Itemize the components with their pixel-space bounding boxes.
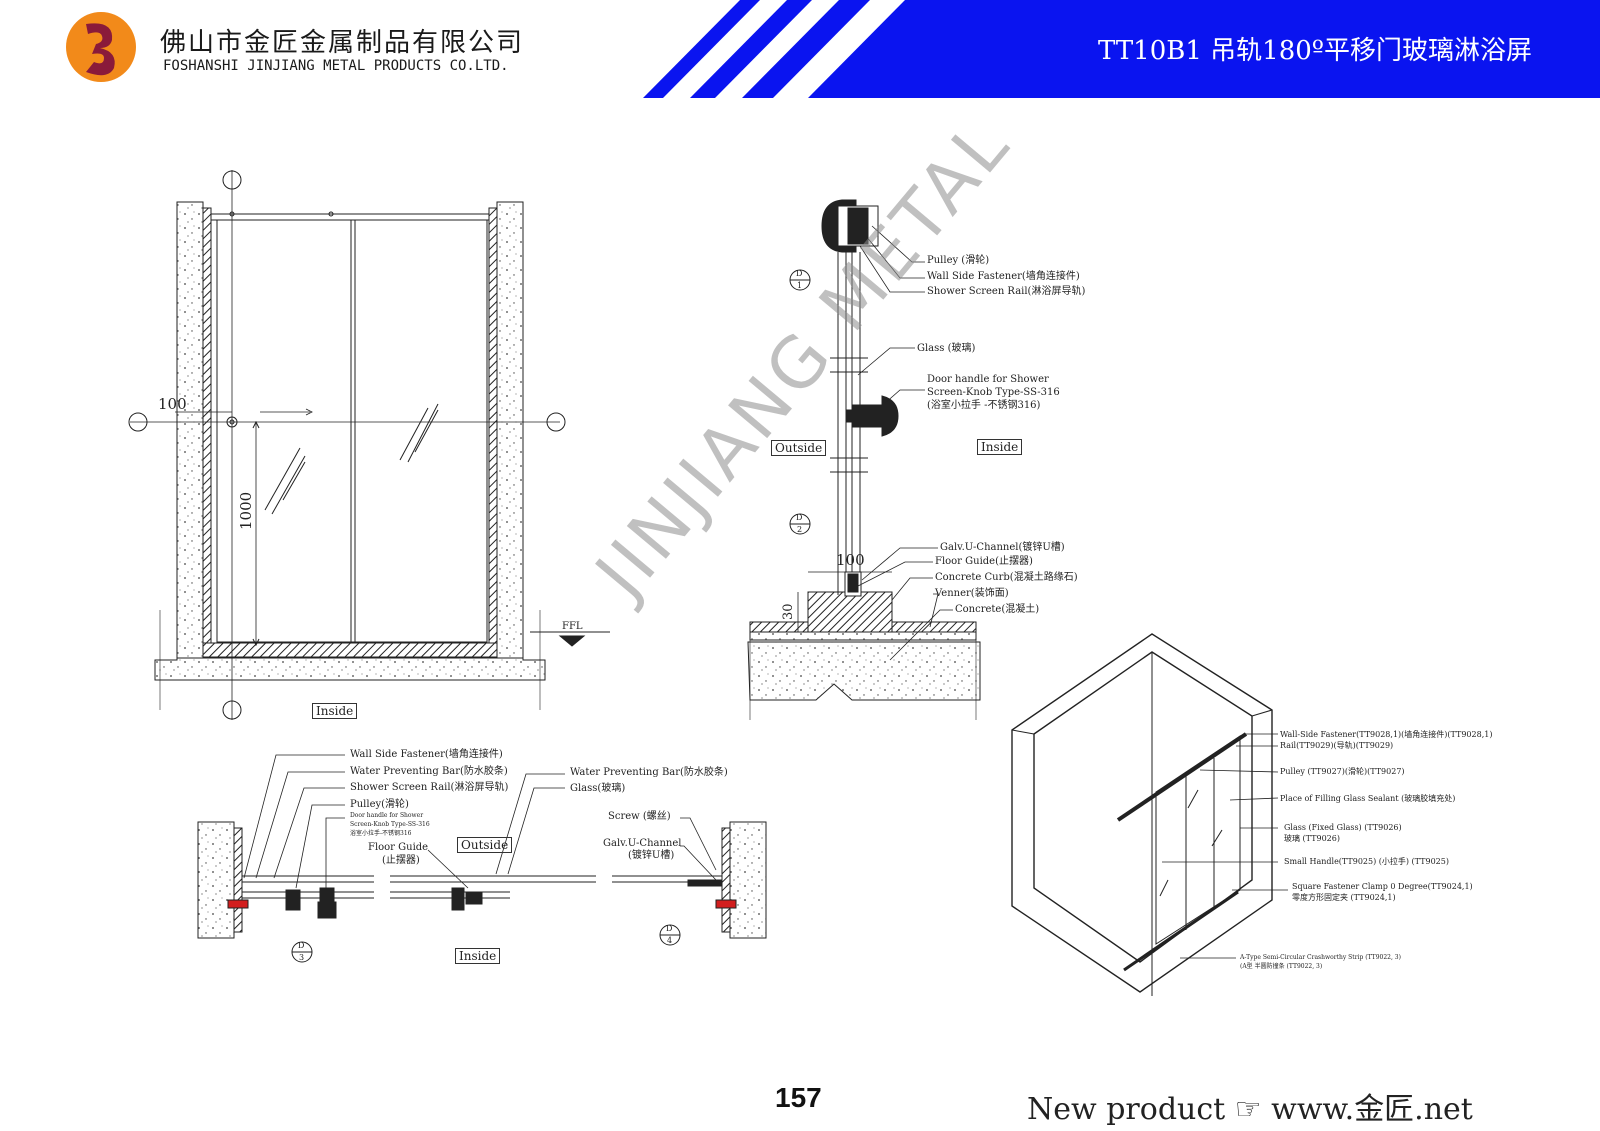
marker-d-4: D — [666, 924, 673, 933]
plan-water-bar-label-2: Water Preventing Bar(防水胶条) — [570, 767, 728, 778]
page-title: TT10B1 吊轨180º平移门玻璃淋浴屏 — [1098, 36, 1533, 66]
plan-screw-label: Screw (螺丝) — [608, 811, 671, 822]
new-product-link[interactable]: New product ☞ www.金匠.net — [1027, 1092, 1473, 1127]
section-handle-label-1: Door handle for Shower — [927, 374, 1049, 385]
iso-glass-label-2: 玻璃 (TT9026) — [1284, 834, 1340, 843]
section-glass-label: Glass (玻璃) — [917, 343, 976, 354]
plan-view — [197, 754, 767, 963]
plan-outside-label: Outside — [457, 837, 513, 853]
section-pulley-label: Pulley (滑轮) — [927, 255, 990, 266]
section-concrete-label: Concrete(混凝土) — [955, 604, 1040, 615]
marker-n-2: 2 — [797, 525, 803, 534]
section-rail-label: Shower Screen Rail(淋浴屏导轨) — [927, 286, 1086, 297]
plan-floor-guide-label: Floor Guide — [368, 842, 429, 853]
marker-n-3: 3 — [299, 953, 305, 962]
plan-glass-label: Glass(玻璃) — [570, 783, 626, 794]
section-inside-label: Inside — [977, 439, 1023, 455]
section-u-channel-label: Galv.U-Channel(镀锌U槽) — [940, 542, 1065, 553]
elevation-view — [128, 170, 610, 720]
company-logo — [66, 12, 136, 82]
section-view — [747, 199, 981, 720]
iso-rail-label: Rail(TT9029)(导轨)(TT9029) — [1280, 741, 1394, 750]
iso-clamp-label-2: 零度方形固定夹 (TT9024,1) — [1292, 893, 1396, 902]
plan-u-channel-cn-label: (镀锌U槽) — [628, 850, 675, 861]
plan-handle-label-3: 浴室小拉手-不锈钢316 — [350, 830, 412, 837]
header-bar — [0, 0, 1600, 100]
isometric-view — [1011, 633, 1288, 996]
ffl-label: FFL — [562, 621, 583, 632]
marker-d-3: D — [298, 941, 305, 950]
iso-pulley-label: Pulley (TT9027)(滑轮)(TT9027) — [1280, 767, 1405, 776]
marker-n-1: 1 — [797, 281, 803, 290]
iso-sealant-label: Place of Filling Glass Sealant (玻璃胶填充处) — [1280, 794, 1456, 803]
iso-clamp-label-1: Square Fastener Clamp 0 Degree(TT9024,1) — [1292, 882, 1473, 891]
header-stripes — [643, 0, 1600, 98]
plan-wall-fastener-label: Wall Side Fastener(墙角连接件) — [350, 749, 503, 760]
plan-handle-label-2: Screen-Knob Type-SS-316 — [350, 821, 430, 828]
section-dim-100: 100 — [836, 551, 865, 569]
iso-handle-label: Small Handle(TT9025) (小拉手) (TT9025) — [1284, 857, 1449, 866]
plan-rail-label: Shower Screen Rail(淋浴屏导轨) — [350, 782, 509, 793]
iso-strip-label-1: A-Type Semi-Circular Crashworthy Strip (… — [1240, 954, 1401, 961]
iso-glass-label-1: Glass (Fixed Glass) (TT9026) — [1284, 823, 1402, 832]
plan-handle-label-1: Door handle for Shower — [350, 812, 424, 819]
company-name-cn: 佛山市金匠金属制品有限公司 — [160, 28, 525, 58]
plan-u-channel-label: Galv.U-Channel — [603, 838, 682, 849]
section-handle-label-2: Screen-Knob Type-SS-316 — [927, 387, 1060, 398]
iso-wall-fastener-label: Wall-Side Fastener(TT9028,1)(墙角连接件)(TT90… — [1280, 730, 1493, 739]
section-venner-label: Venner(装饰面) — [935, 588, 1009, 599]
plan-floor-guide-cn-label: (止摆器) — [382, 855, 420, 866]
elevation-inside-label: Inside — [312, 703, 358, 719]
elevation-dim-1000: 1000 — [237, 491, 255, 530]
section-outside-label: Outside — [771, 440, 827, 456]
company-name-en: FOSHANSHI JINJIANG METAL PRODUCTS CO.LTD… — [163, 58, 509, 74]
section-curb-label: Concrete Curb(混凝土路缘石) — [935, 572, 1078, 583]
section-wall-fastener-label: Wall Side Fastener(墙角连接件) — [927, 271, 1080, 282]
section-dim-30: 30 — [781, 603, 796, 620]
marker-d-1: D — [796, 269, 803, 278]
marker-d-2: D — [796, 513, 803, 522]
section-floor-guide-label: Floor Guide(止摆器) — [935, 556, 1033, 567]
iso-strip-label-2: (A型 半圆防撞条 (TT9022, 3) — [1240, 963, 1323, 970]
section-handle-label-3: (浴室小拉手 -不锈钢316) — [927, 400, 1041, 411]
plan-inside-label: Inside — [455, 948, 501, 964]
page-number: 157 — [775, 1082, 822, 1113]
marker-n-4: 4 — [667, 936, 673, 945]
elevation-dim-100: 100 — [158, 395, 187, 413]
plan-water-bar-label: Water Preventing Bar(防水胶条) — [350, 766, 508, 777]
plan-pulley-label: Pulley(滑轮) — [350, 799, 409, 810]
